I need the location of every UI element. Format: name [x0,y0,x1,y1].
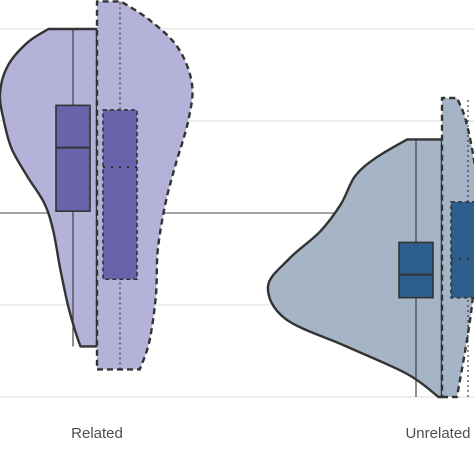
violins [0,0,474,399]
violin-unrelated-solid-half [266,138,444,399]
box-unrelated-dashed [450,201,474,299]
x-tick-label-related: Related [71,425,123,442]
x-tick-labels: Related Unrelated [71,425,470,442]
x-tick-label-unrelated: Unrelated [405,425,470,442]
box-related-solid [55,104,91,212]
violin-group-related [0,0,194,371]
box-related-dashed [102,109,138,281]
box-unrelated-solid [398,241,434,299]
violin-group-unrelated [266,96,474,399]
